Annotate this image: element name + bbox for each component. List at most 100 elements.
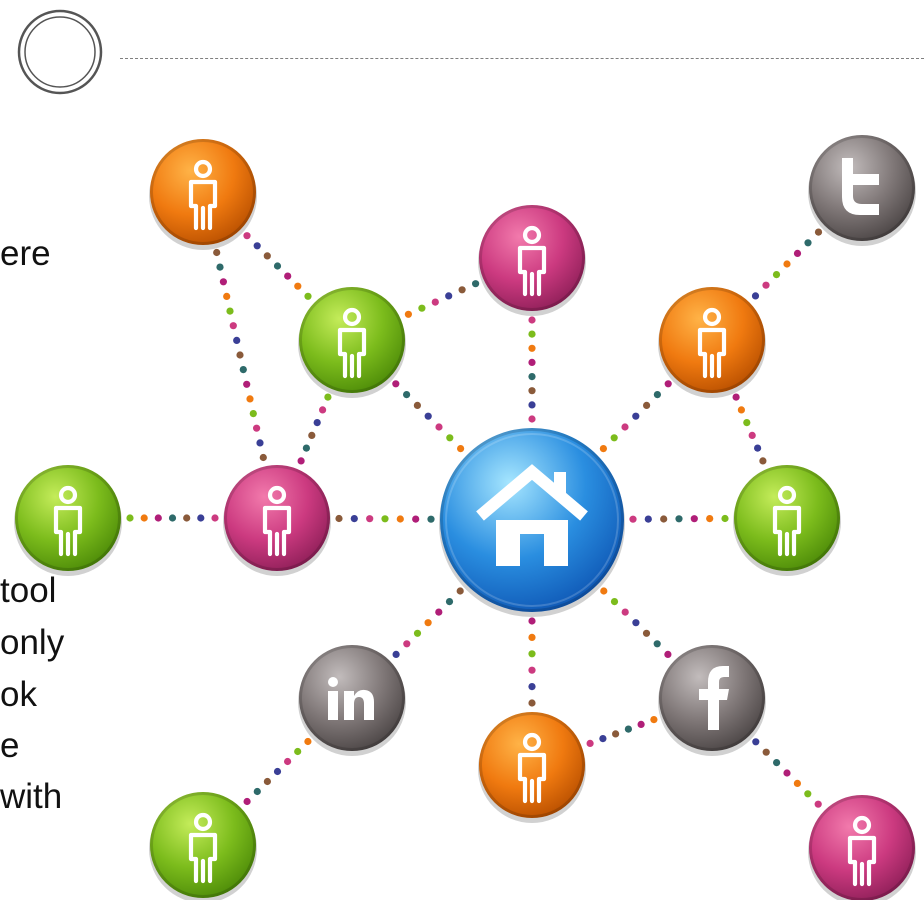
- link-dot: [650, 716, 658, 724]
- link-dot: [528, 650, 536, 658]
- link-dot: [762, 281, 770, 289]
- link-dot: [404, 310, 412, 318]
- text-fragment: with: [0, 777, 63, 816]
- link-dot: [294, 282, 302, 290]
- link-dot: [273, 767, 282, 776]
- link-dot: [644, 515, 652, 523]
- person-icon: [517, 732, 547, 804]
- link-dot: [642, 629, 651, 637]
- link-dot: [793, 779, 802, 788]
- link-dot: [219, 278, 227, 286]
- twitter-node: [808, 135, 916, 246]
- link-dot: [528, 415, 536, 423]
- linkedin-node: [298, 645, 406, 756]
- person-node-orange-right: [658, 287, 766, 398]
- link-dot: [600, 587, 608, 595]
- link-dot: [814, 228, 823, 236]
- link-dot: [528, 666, 536, 674]
- link-dot: [350, 515, 358, 523]
- link-dot: [754, 444, 762, 452]
- person-icon: [53, 485, 83, 557]
- link-dot: [233, 336, 241, 344]
- text-fragment: e: [0, 726, 20, 765]
- link-dot: [366, 515, 374, 523]
- hub-node: [439, 428, 625, 617]
- link-dot: [783, 260, 791, 268]
- person-icon: [337, 307, 367, 379]
- link-dot: [413, 629, 422, 637]
- link-dot: [239, 366, 247, 374]
- person-icon: [697, 307, 727, 379]
- link-dot: [249, 410, 257, 418]
- link-dot: [229, 322, 237, 330]
- link-dot: [211, 514, 219, 522]
- link-dot: [313, 419, 321, 427]
- home-icon: [476, 464, 588, 566]
- link-dot: [154, 514, 162, 522]
- link-dot: [690, 515, 698, 523]
- link-dot: [653, 640, 661, 648]
- link-dot: [528, 699, 536, 707]
- link-dot: [392, 650, 400, 659]
- link-dot: [643, 401, 651, 409]
- person-node-green-bottom-left: [149, 792, 257, 900]
- link-dot: [773, 759, 781, 767]
- link-dot: [653, 391, 662, 399]
- link-dot: [528, 683, 536, 691]
- link-dot: [435, 608, 443, 616]
- link-dot: [772, 271, 781, 279]
- link-dot: [804, 790, 812, 798]
- link-dot: [528, 358, 536, 366]
- link-dot: [456, 587, 464, 595]
- link-dot: [223, 292, 231, 300]
- person-node-magenta-left: [223, 465, 331, 576]
- link-dot: [304, 737, 312, 746]
- link-dot: [528, 330, 536, 338]
- link-dot: [752, 738, 760, 746]
- link-dot: [168, 514, 177, 522]
- link-dot: [732, 393, 740, 401]
- person-icon: [847, 815, 877, 887]
- connection-links: [126, 228, 823, 808]
- link-dot: [629, 515, 637, 523]
- link-dot: [246, 395, 254, 403]
- link-dot: [528, 344, 536, 352]
- link-dot: [284, 272, 292, 280]
- link-dot: [528, 316, 536, 324]
- link-dot: [396, 515, 404, 523]
- link-dot: [424, 619, 432, 627]
- link-dot: [599, 735, 607, 743]
- link-dot: [759, 457, 767, 465]
- link-dot: [751, 292, 760, 300]
- link-dot: [737, 406, 746, 414]
- link-dot: [660, 515, 668, 523]
- link-dot: [140, 514, 148, 522]
- person-icon: [772, 485, 802, 557]
- link-dot: [412, 515, 420, 523]
- link-dot: [599, 445, 608, 453]
- link-dot: [675, 515, 683, 523]
- link-dot: [263, 777, 271, 786]
- link-dot: [253, 424, 261, 432]
- link-dot: [216, 263, 224, 271]
- facebook-node: [658, 645, 766, 756]
- facebook-icon: [699, 666, 729, 730]
- person-node-orange-bottom: [478, 712, 586, 823]
- link-dot: [621, 423, 629, 431]
- link-dot: [743, 419, 751, 427]
- link-dot: [431, 298, 439, 306]
- link-dot: [273, 262, 282, 270]
- link-dot: [424, 412, 432, 420]
- link-dot: [762, 748, 770, 756]
- link-dot: [793, 249, 802, 257]
- link-dot: [528, 401, 536, 409]
- linkedin-icon: [328, 677, 374, 720]
- link-dot: [256, 439, 264, 447]
- link-dot: [435, 423, 443, 431]
- link-dot: [706, 515, 714, 523]
- link-dot: [632, 412, 640, 420]
- link-dot: [381, 515, 389, 523]
- link-dot: [226, 307, 234, 315]
- person-icon: [188, 159, 218, 231]
